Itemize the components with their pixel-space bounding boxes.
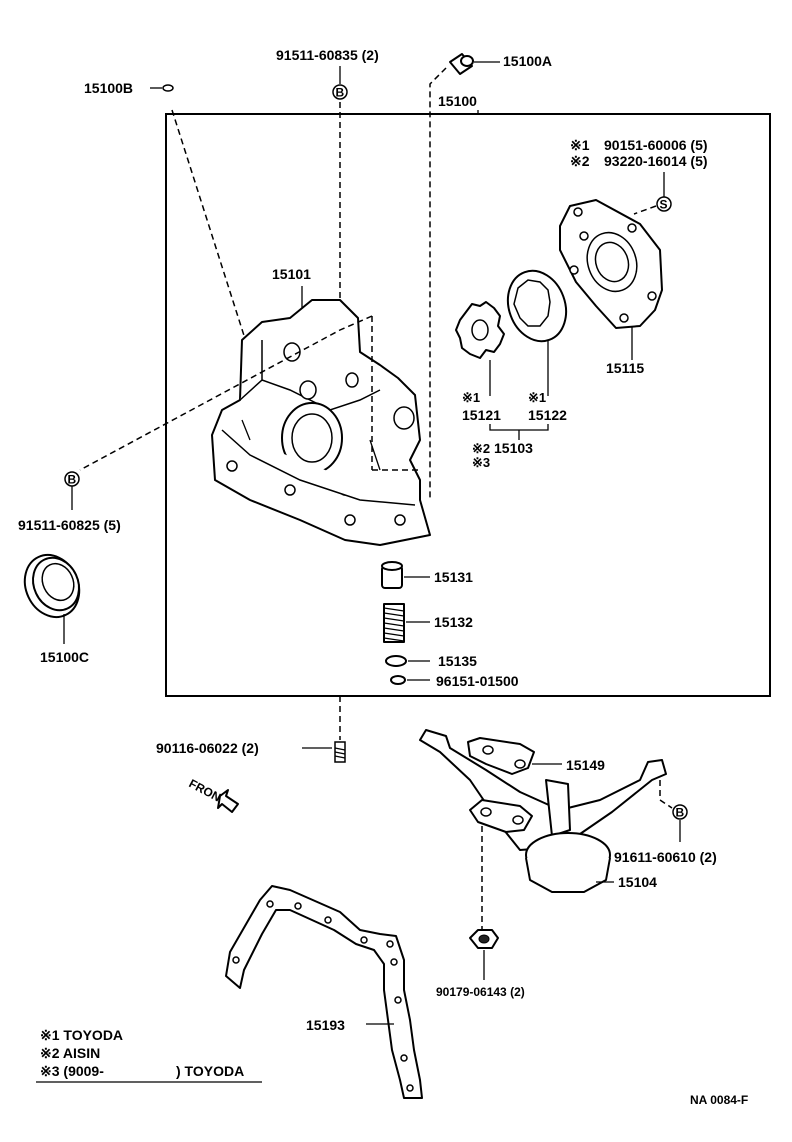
label-15131: 15131 bbox=[434, 569, 473, 585]
label-15132: 15132 bbox=[434, 614, 473, 630]
snap-ring-96151-01500 bbox=[390, 675, 406, 685]
sleeve-15100A bbox=[449, 53, 474, 75]
mark-1-screw: ※1 bbox=[570, 137, 590, 153]
oil-seal-15100C bbox=[23, 553, 81, 619]
label-15193: 15193 bbox=[306, 1017, 345, 1033]
label-15103: 15103 bbox=[494, 440, 533, 456]
label-96151-01500: 96151-01500 bbox=[436, 673, 519, 689]
outer-rotor-15122 bbox=[506, 269, 568, 343]
label-15135: 15135 bbox=[438, 653, 477, 669]
label-15100C: 15100C bbox=[40, 649, 89, 665]
nut-90179-06143 bbox=[469, 929, 499, 949]
label-15115: 15115 bbox=[606, 360, 644, 376]
relief-valve-15131 bbox=[381, 561, 403, 589]
inner-rotor-15121 bbox=[455, 301, 505, 359]
mark-2-15103: ※2 bbox=[472, 441, 490, 456]
front-direction-arrow: FRONT bbox=[187, 776, 239, 813]
label-90179-06143: 90179-06143 (2) bbox=[436, 985, 525, 999]
oil-pump-body-15101 bbox=[211, 299, 431, 546]
label-91611-60610: 91611-60610 (2) bbox=[614, 849, 717, 865]
pump-cover-15115 bbox=[559, 199, 663, 329]
label-15104: 15104 bbox=[618, 874, 657, 890]
label-15100B: 15100B bbox=[84, 80, 133, 96]
oil-strainer-15104 bbox=[419, 729, 667, 893]
label-91511-60835: 91511-60835 (2) bbox=[276, 47, 379, 63]
mark-3-15103: ※3 bbox=[472, 455, 490, 470]
label-15100: 15100 bbox=[438, 93, 477, 109]
legend-item-aisin: ※2 AISIN bbox=[40, 1045, 100, 1061]
label-93220-16014: 93220-16014 (5) bbox=[604, 153, 708, 169]
label-15121: 15121 bbox=[462, 407, 501, 423]
svg-text:B: B bbox=[68, 473, 77, 487]
drawing-code: NA 0084-F bbox=[690, 1093, 748, 1107]
stud-bolt-90116-06022 bbox=[334, 741, 346, 763]
screw-s-marker bbox=[656, 196, 672, 212]
spring-15132 bbox=[383, 603, 405, 643]
mark-2-screw: ※2 bbox=[570, 153, 590, 169]
svg-text:S: S bbox=[660, 198, 668, 212]
assembly-box-15100 bbox=[165, 113, 771, 697]
svg-text:B: B bbox=[676, 806, 685, 820]
legend-item-date-range-start: ※3 (9009- bbox=[40, 1063, 104, 1079]
label-15122: 15122 bbox=[528, 407, 567, 423]
bolt-b-marker-right bbox=[672, 804, 688, 820]
manufacturer-legend: ※1 TOYODA ※2 AISIN ※3 (9009- ) TOYODA bbox=[36, 1027, 262, 1083]
mark-1-15121: ※1 bbox=[462, 390, 480, 405]
o-ring-15100B bbox=[162, 84, 174, 92]
legend-item-toyoda: ※1 TOYODA bbox=[40, 1027, 123, 1043]
bolt-b-marker-top bbox=[332, 84, 348, 100]
label-15100A: 15100A bbox=[503, 53, 552, 69]
label-15149: 15149 bbox=[566, 757, 605, 773]
gasket-15193 bbox=[225, 885, 423, 1099]
label-90151-60006: 90151-60006 (5) bbox=[604, 137, 708, 153]
label-90116-06022: 90116-06022 (2) bbox=[156, 740, 259, 756]
label-15101: 15101 bbox=[272, 266, 311, 282]
retainer-15135 bbox=[385, 655, 407, 667]
mark-1-15122: ※1 bbox=[528, 390, 546, 405]
legend-item-date-range-end: ) TOYODA bbox=[176, 1063, 244, 1079]
svg-text:B: B bbox=[336, 86, 345, 100]
label-91511-60825: 91511-60825 (5) bbox=[18, 517, 121, 533]
